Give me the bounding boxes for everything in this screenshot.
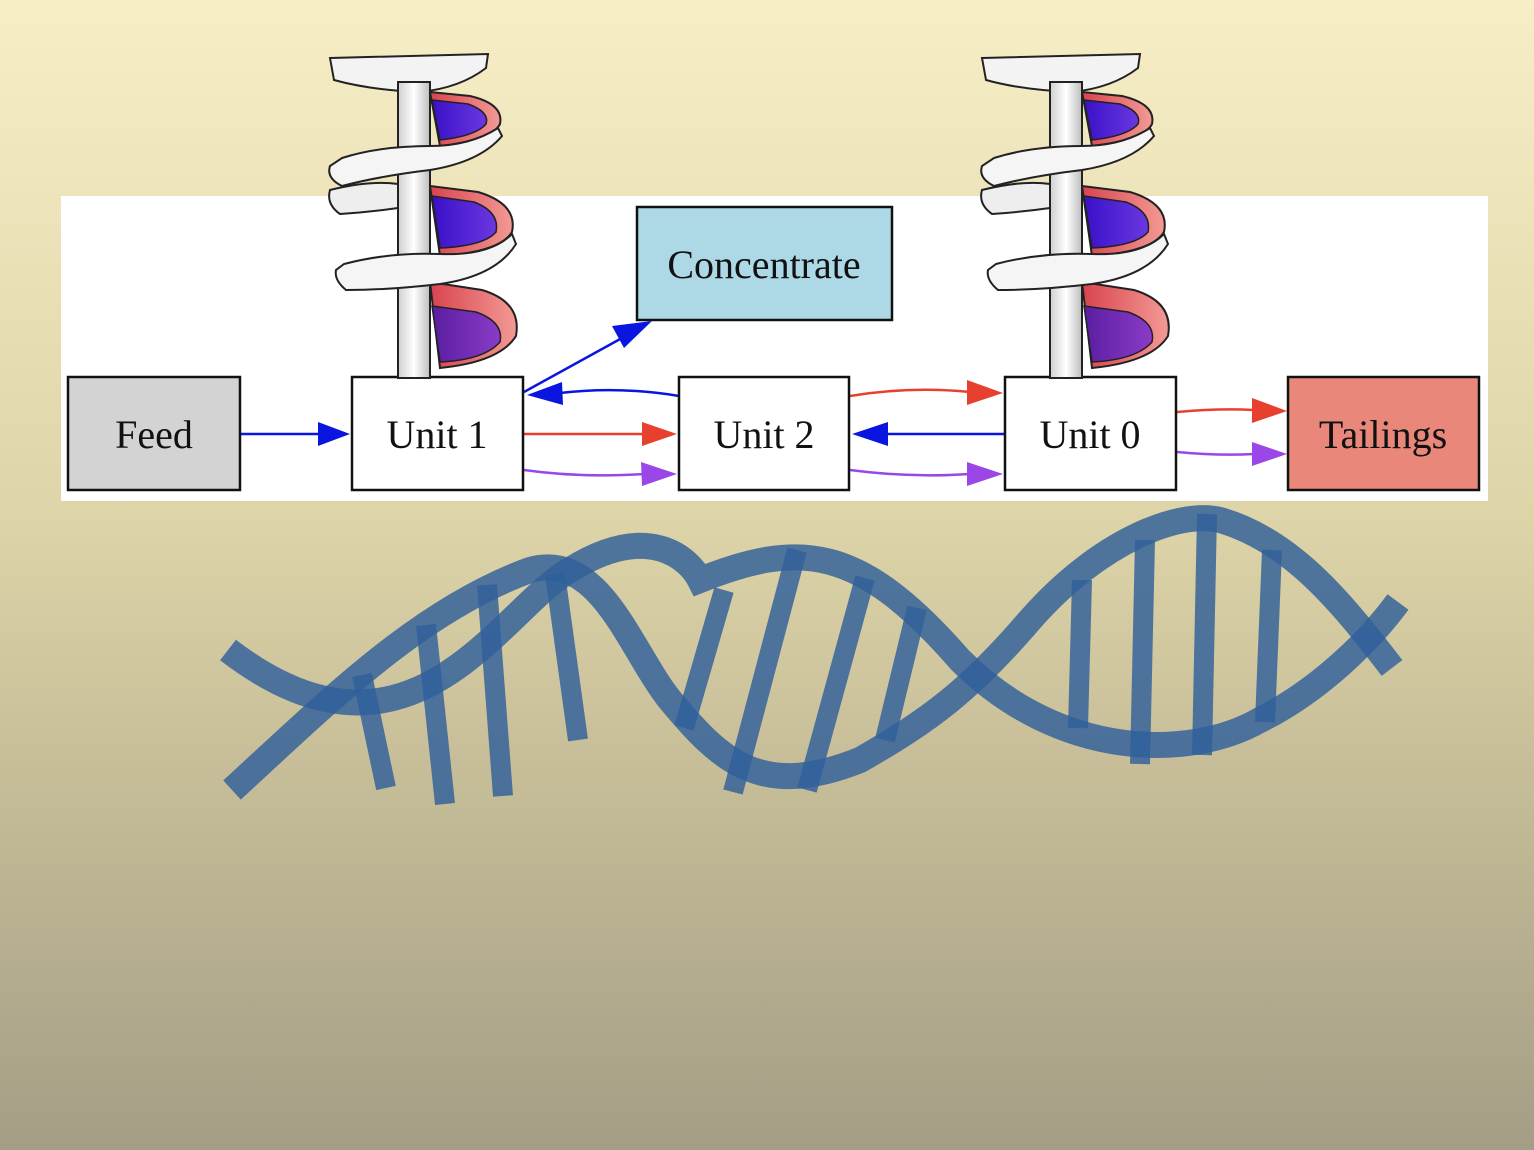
arrowhead-unit2-unit0-red xyxy=(967,380,1003,405)
arrowhead-unit1-unit2-purple xyxy=(641,462,677,486)
edges xyxy=(241,321,1287,486)
node-unit1-box xyxy=(350,375,525,492)
node-feed: Feed xyxy=(66,375,242,492)
node-unit2-box xyxy=(677,375,851,492)
edge-unit2-unit0-red xyxy=(849,388,971,398)
edge-unit1-unit2-purple xyxy=(523,468,646,477)
arrowhead-unit0-tailings-red xyxy=(1252,398,1287,423)
node-unit0: Unit 0 xyxy=(1003,375,1178,492)
edge-unit2-unit0-purple xyxy=(849,468,971,477)
arrowhead-unit0-unit2 xyxy=(852,422,888,446)
dna-helix-icon xyxy=(220,505,1409,806)
arrowhead-unit1-unit2-red xyxy=(642,422,677,446)
node-unit0-box xyxy=(1003,375,1178,492)
node-concentrate: Concentrate xyxy=(635,205,894,322)
node-tailings-box xyxy=(1286,375,1481,492)
node-unit2: Unit 2 xyxy=(677,375,851,492)
edge-unit2-unit1 xyxy=(559,388,680,398)
arrowhead-unit2-unit1 xyxy=(527,382,563,405)
node-tailings: Tailings xyxy=(1286,375,1481,492)
node-unit2-label: Unit 2 xyxy=(713,412,814,457)
arrowhead-unit2-unit0-purple xyxy=(967,462,1003,486)
node-unit0-label: Unit 0 xyxy=(1039,412,1140,457)
node-feed-box xyxy=(66,375,242,492)
edge-unit0-tailings-red xyxy=(1176,408,1255,414)
arrowhead-unit1-concentrate xyxy=(612,321,652,348)
node-tailings-label: Tailings xyxy=(1319,412,1447,457)
node-concentrate-label: Concentrate xyxy=(667,242,860,287)
arrowhead-unit0-tailings-purple xyxy=(1252,442,1287,466)
node-unit1-label: Unit 1 xyxy=(386,412,487,457)
node-feed-label: Feed xyxy=(115,412,193,457)
node-unit1: Unit 1 xyxy=(350,375,525,492)
edge-unit1-concentrate xyxy=(523,336,623,394)
arrowhead-feed-unit1 xyxy=(318,422,350,446)
node-concentrate-box xyxy=(635,205,894,322)
edge-unit0-tailings-purple xyxy=(1176,450,1255,456)
